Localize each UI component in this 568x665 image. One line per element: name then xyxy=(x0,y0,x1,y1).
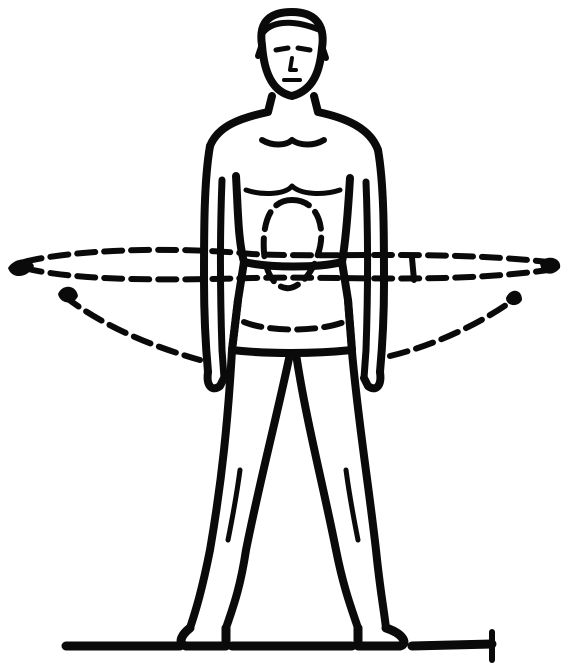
ground-line xyxy=(66,632,492,660)
figure-legs xyxy=(181,350,404,646)
figure-head xyxy=(258,12,326,96)
